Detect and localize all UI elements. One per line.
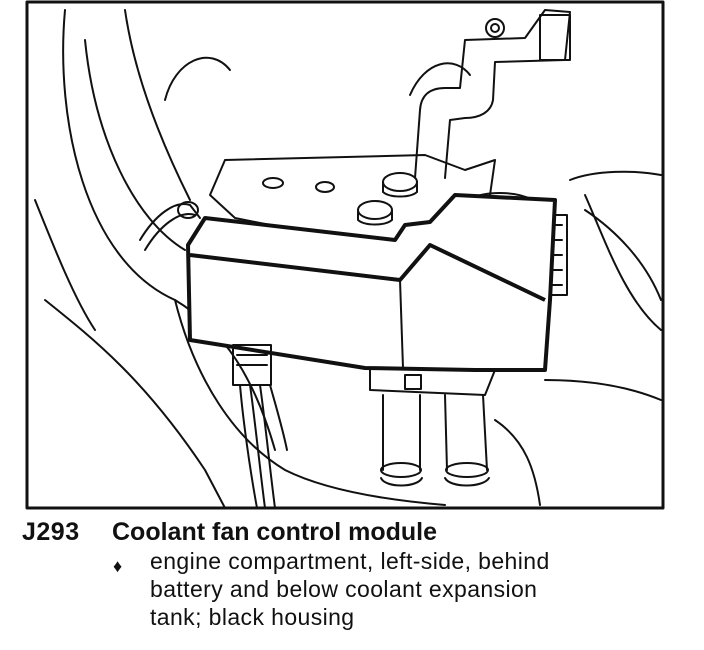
component-title: Coolant fan control module (112, 518, 437, 546)
coolant-pipe-right (444, 394, 490, 487)
hook-right (409, 62, 471, 96)
description-line: battery and below coolant expansion (150, 576, 538, 602)
harness-connector (232, 344, 288, 509)
location-description: engine compartment, left-side, behind ba… (150, 547, 690, 631)
hook-left (164, 56, 231, 101)
bullet-diamond-icon: ♦ (113, 556, 123, 576)
description-line: engine compartment, left-side, behind (150, 548, 550, 574)
fender-contours (34, 9, 446, 509)
figure-frame (25, 0, 665, 510)
bolt-upper (382, 172, 418, 198)
component-code: J293 (22, 518, 80, 546)
lower-mount-block (369, 367, 496, 396)
description-line: tank; black housing (150, 604, 355, 630)
control-module-housing (186, 193, 557, 372)
bolt-lower (357, 200, 393, 226)
module-location-illustration (25, 0, 665, 510)
lower-contour (494, 419, 541, 506)
coolant-pipe-left (380, 394, 423, 487)
mounting-bracket (414, 9, 571, 179)
right-fender-contours (544, 170, 662, 401)
wire-hanger (139, 201, 201, 251)
